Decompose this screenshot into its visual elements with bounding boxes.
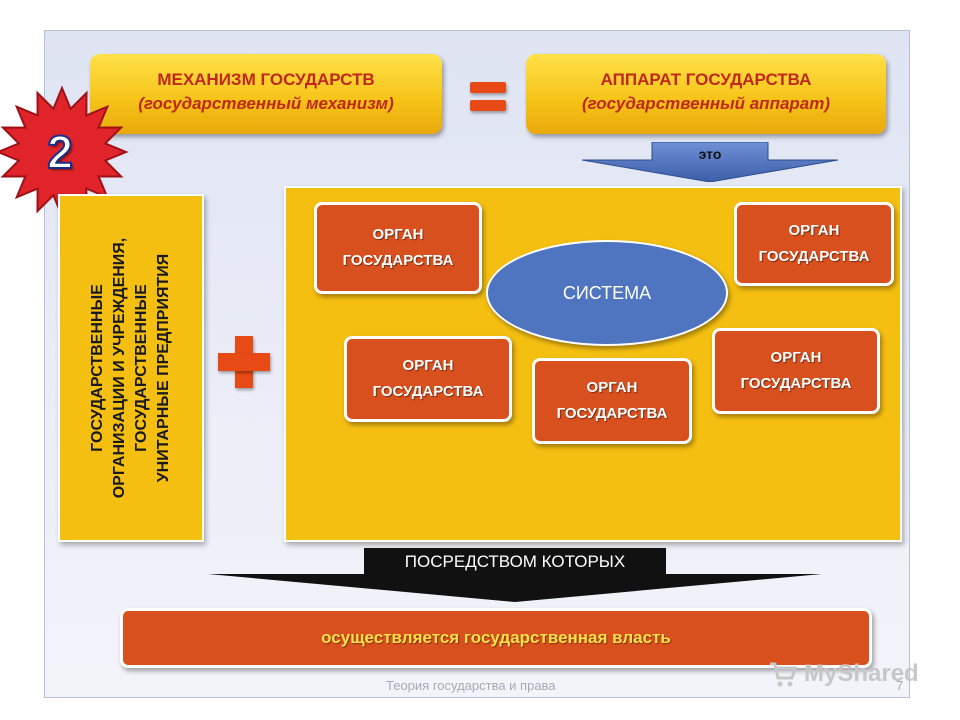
mechanism-title: МЕХАНИЗМ ГОСУДАРСТВ [157, 70, 375, 89]
organ-line-2: ГОСУДАРСТВА [740, 375, 852, 392]
result-box: осуществляется государственная власть [120, 608, 872, 668]
plus-sign [218, 336, 270, 388]
organ-box-2: ОРГАН ГОСУДАРСТВА [734, 202, 894, 286]
system-ellipse: СИСТЕМА [486, 240, 728, 346]
organ-line-1: ОРГАН [586, 379, 638, 396]
mechanism-subtitle: (государственный механизм) [138, 94, 394, 113]
watermark-text: MyShared [804, 660, 919, 687]
organ-box-3: ОРГАН ГОСУДАРСТВА [344, 336, 512, 422]
equals-sign [470, 82, 506, 112]
down-arrow-icon [581, 141, 839, 183]
system-label: СИСТЕМА [562, 282, 652, 303]
organ-line-2: ГОСУДАРСТВА [758, 248, 870, 265]
page-number: 7 [896, 678, 904, 693]
eto-arrow: это [581, 141, 839, 183]
badge-number: 2 [46, 125, 74, 179]
organizations-line-2: ОРГАНИЗАЦИИ И УЧРЕЖДЕНИЯ, [111, 237, 128, 499]
watermark: MyShared [768, 656, 928, 692]
number-badge: 2 [0, 82, 140, 222]
eto-label: это [698, 146, 722, 162]
through-label: ПОСРЕДСТВОМ КОТОРЫХ [404, 552, 626, 571]
organizations-line-3: ГОСУДАРСТВЕННЫЕ [133, 284, 150, 452]
result-text: осуществляется государственная власть [321, 628, 671, 647]
footer-text: Теория государства и права [386, 678, 556, 693]
mechanism-box: МЕХАНИЗМ ГОСУДАРСТВ (государственный мех… [90, 54, 442, 134]
organizations-line-1: ГОСУДАРСТВЕННЫЕ [89, 284, 106, 452]
organ-line-1: ОРГАН [788, 222, 840, 239]
apparatus-box: АППАРАТ ГОСУДАРСТВА (государственный апп… [526, 54, 886, 134]
organ-line-2: ГОСУДАРСТВА [342, 252, 454, 269]
organ-line-1: ОРГАН [372, 226, 424, 243]
through-arrow: ПОСРЕДСТВОМ КОТОРЫХ [208, 546, 822, 602]
organizations-box: ГОСУДАРСТВЕННЫЕ ОРГАНИЗАЦИИ И УЧРЕЖДЕНИЯ… [58, 194, 204, 542]
organ-line-2: ГОСУДАРСТВА [372, 383, 484, 400]
organ-box-1: ОРГАН ГОСУДАРСТВА [314, 202, 482, 294]
apparatus-subtitle: (государственный аппарат) [581, 94, 831, 113]
cart-icon [770, 662, 798, 687]
down-arrow-icon [208, 548, 822, 602]
apparatus-title: АППАРАТ ГОСУДАРСТВА [600, 70, 812, 89]
organizations-text: ГОСУДАРСТВЕННЫЕ ОРГАНИЗАЦИИ И УЧРЕЖДЕНИЯ… [87, 203, 175, 533]
organ-box-4: ОРГАН ГОСУДАРСТВА [532, 358, 692, 444]
organizations-line-4: УНИТАРНЫЕ ПРЕДПРИЯТИЯ [155, 253, 172, 483]
organ-line-1: ОРГАН [770, 349, 822, 366]
organ-line-2: ГОСУДАРСТВА [556, 405, 668, 422]
organ-box-5: ОРГАН ГОСУДАРСТВА [712, 328, 880, 414]
organ-line-1: ОРГАН [402, 357, 454, 374]
